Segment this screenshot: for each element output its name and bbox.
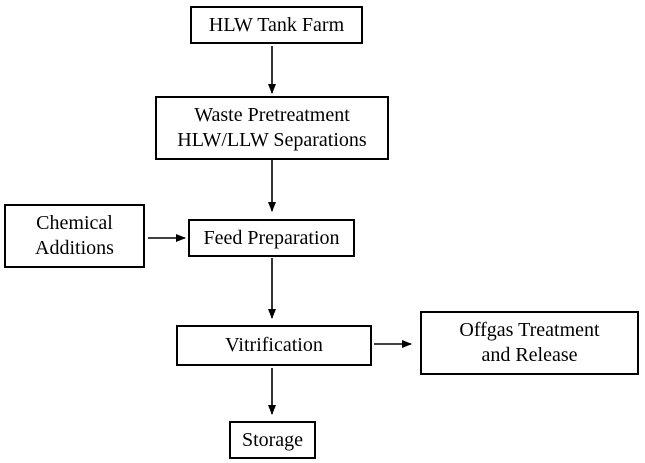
node-chemical-additions-line-2: Additions	[35, 237, 114, 259]
node-vitrification-label: Vitrification	[225, 334, 323, 356]
node-offgas-treatment-line-1: Offgas Treatment	[459, 319, 600, 341]
node-chemical-additions-line-1: Chemical	[36, 212, 113, 234]
node-hlw-tank-farm: HLW Tank Farm	[190, 6, 363, 44]
node-feed-preparation-label: Feed Preparation	[203, 226, 340, 249]
node-storage-label: Storage	[241, 428, 304, 451]
node-waste-pretreatment: Waste Pretreatment HLW/LLW Separations	[155, 96, 389, 160]
node-hlw-tank-farm-label: HLW Tank Farm	[208, 13, 345, 36]
node-vitrification: Vitrification	[176, 325, 372, 366]
node-waste-pretreatment-line-1: Waste Pretreatment	[194, 104, 350, 126]
node-offgas-treatment: Offgas Treatment and Release	[420, 311, 639, 375]
node-waste-pretreatment-line-2: HLW/LLW Separations	[177, 129, 367, 151]
node-storage: Storage	[229, 421, 316, 459]
node-offgas-treatment-line-2: and Release	[481, 344, 578, 366]
node-chemical-additions: Chemical Additions	[4, 204, 145, 268]
node-feed-preparation: Feed Preparation	[188, 219, 355, 257]
